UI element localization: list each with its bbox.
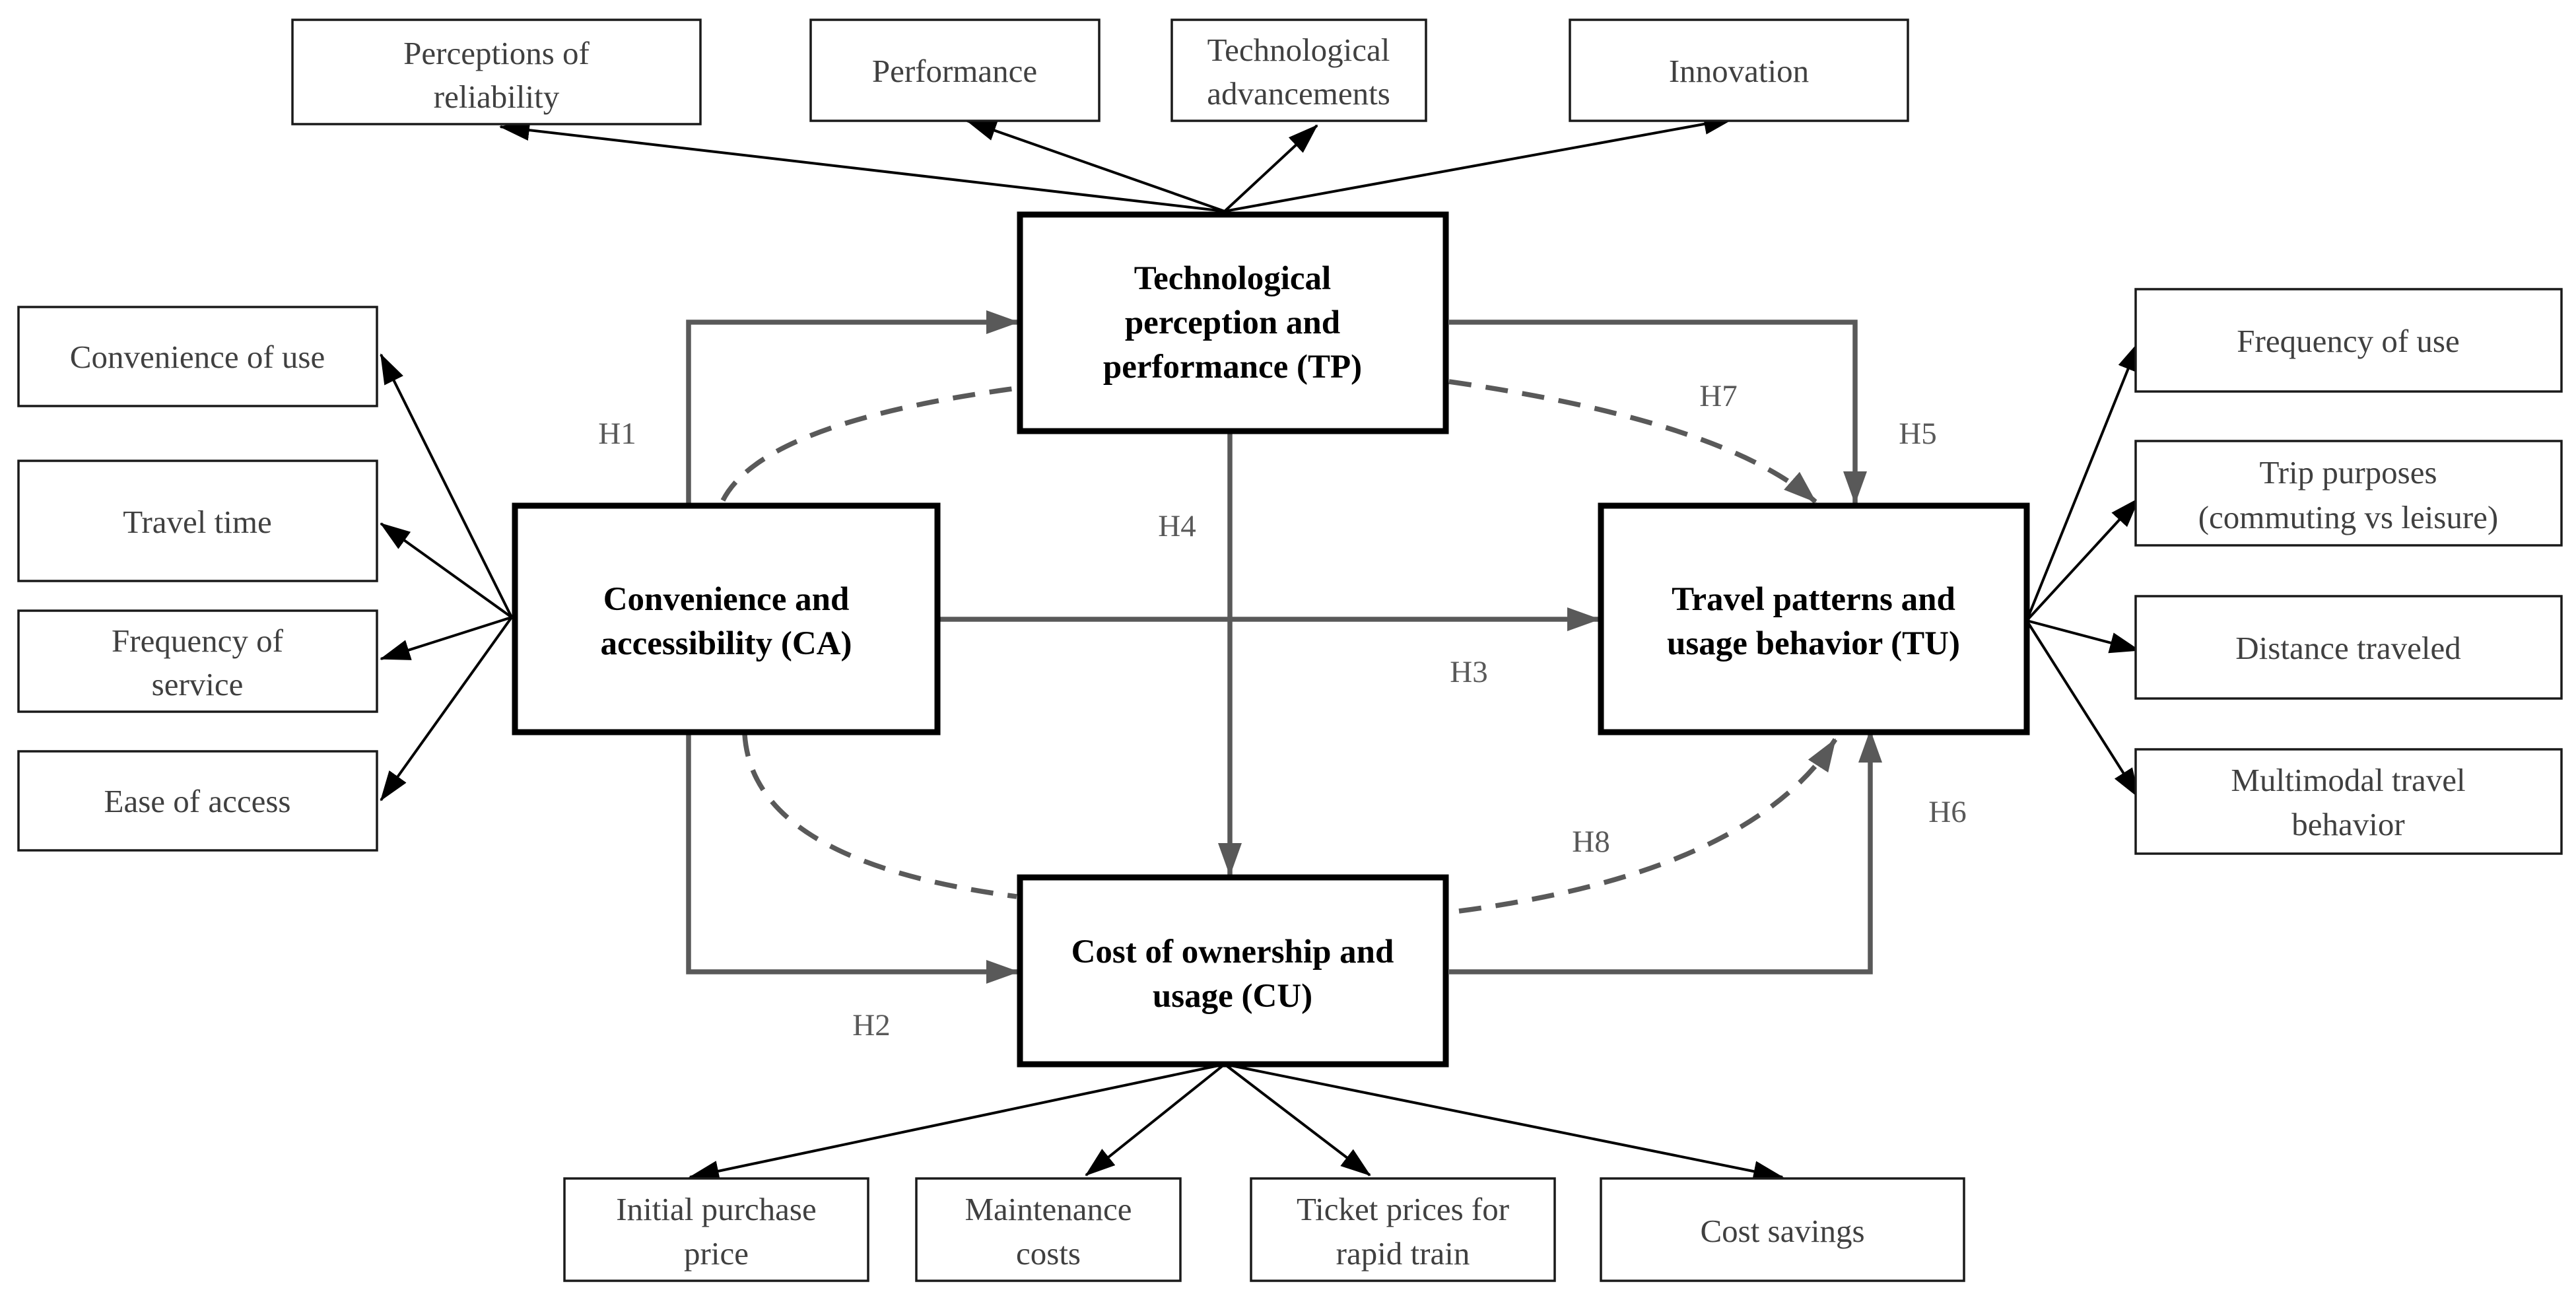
label-h2: H2 bbox=[852, 1008, 890, 1042]
indicator-label: Frequency of use bbox=[2237, 323, 2459, 359]
label-h1: H1 bbox=[598, 417, 636, 451]
arrow-tu-distance bbox=[2026, 619, 2140, 654]
arrow-tp-innovation bbox=[1224, 114, 1734, 213]
arrow-ca-travel-time bbox=[380, 522, 513, 619]
path-h1 bbox=[686, 310, 1019, 503]
path-ca-cu-covariance bbox=[742, 733, 1017, 899]
path-h6 bbox=[1449, 730, 1882, 974]
indicator-frequency-of-service: Frequency of service bbox=[17, 609, 378, 713]
arrow-ca-ease bbox=[380, 616, 513, 801]
construct-cu-line: usage (CU) bbox=[1153, 978, 1312, 1015]
label-h7: H7 bbox=[1699, 379, 1737, 413]
construct-tu: Travel patterns and usage behavior (TU) bbox=[1598, 502, 2030, 735]
construct-ca-line: accessibility (CA) bbox=[600, 625, 852, 662]
indicator-label: Distance traveled bbox=[2235, 630, 2460, 666]
arrow-tu-frequency bbox=[2025, 341, 2140, 621]
indicator-initial-purchase: Initial purchase price bbox=[563, 1177, 869, 1282]
arrow-tu-purposes bbox=[2025, 497, 2140, 622]
indicator-convenience-of-use: Convenience of use bbox=[17, 306, 378, 407]
indicator-multimodal: Multimodal travel behavior bbox=[2134, 748, 2563, 855]
construct-tu-line: usage behavior (TU) bbox=[1667, 625, 1960, 662]
indicator-ease-of-access: Ease of access bbox=[17, 750, 378, 852]
indicator-arrows bbox=[380, 114, 2140, 1182]
indicator-label: Perceptions of bbox=[403, 35, 590, 71]
indicator-frequency-of-use: Frequency of use bbox=[2134, 288, 2563, 393]
construct-tp-line: perception and bbox=[1125, 304, 1340, 341]
indicator-label: Convenience of use bbox=[70, 339, 325, 375]
indicator-distance-traveled: Distance traveled bbox=[2134, 595, 2563, 700]
indicator-advancements: Technological advancements bbox=[1170, 18, 1427, 122]
indicator-label: behavior bbox=[2291, 806, 2404, 842]
arrow-cu-ticket bbox=[1223, 1063, 1371, 1176]
construct-tu-line: Travel patterns and bbox=[1672, 581, 1955, 618]
construct-cu-line: Cost of ownership and bbox=[1071, 934, 1394, 970]
indicator-label: rapid train bbox=[1336, 1235, 1470, 1272]
arrow-cu-maintenance bbox=[1085, 1063, 1226, 1176]
label-h3: H3 bbox=[1450, 655, 1487, 689]
indicator-label: Technological bbox=[1207, 32, 1390, 68]
arrow-tp-performance bbox=[966, 119, 1225, 213]
arrow-tu-multimodal bbox=[2025, 619, 2140, 799]
path-h7 bbox=[1448, 379, 1817, 504]
indicator-label: Cost savings bbox=[1700, 1213, 1864, 1249]
construct-ca-line: Convenience and bbox=[603, 581, 850, 618]
indicator-label: Multimodal travel bbox=[2231, 762, 2465, 798]
indicator-ticket-prices: Ticket prices for rapid train bbox=[1250, 1177, 1556, 1282]
indicator-performance: Performance bbox=[809, 18, 1101, 122]
construct-cu: Cost of ownership and usage (CU) bbox=[1017, 874, 1449, 1068]
indicator-label: Ticket prices for bbox=[1297, 1191, 1509, 1227]
arrow-ca-frequency bbox=[380, 616, 512, 660]
indicator-label: Trip purposes bbox=[2259, 454, 2437, 491]
indicator-label: Ease of access bbox=[104, 783, 291, 819]
label-h5: H5 bbox=[1899, 417, 1936, 451]
indicator-label: price bbox=[684, 1235, 749, 1272]
arrow-cu-purchase bbox=[689, 1063, 1225, 1182]
construct-tp-line: performance (TP) bbox=[1103, 349, 1362, 386]
arrow-tp-reliability bbox=[499, 119, 1225, 213]
construct-ca: Convenience and accessibility (CA) bbox=[512, 502, 941, 735]
indicator-reliability: Perceptions of reliability bbox=[291, 18, 702, 125]
indicator-label: Initial purchase bbox=[616, 1191, 816, 1227]
indicator-label: Travel time bbox=[123, 504, 271, 540]
indicator-innovation: Innovation bbox=[1569, 18, 1909, 122]
arrow-ca-convenience bbox=[380, 353, 513, 618]
indicator-trip-purposes: Trip purposes (commuting vs leisure) bbox=[2134, 440, 2563, 547]
indicator-label: costs bbox=[1016, 1235, 1081, 1272]
label-h4: H4 bbox=[1158, 509, 1196, 543]
hypothesis-labels: H1 H2 H3 H4 H5 H6 H7 H8 bbox=[598, 379, 1966, 1042]
label-h6: H6 bbox=[1928, 795, 1966, 829]
construct-tp-line: Technological bbox=[1134, 260, 1331, 297]
path-h2 bbox=[686, 735, 1019, 984]
indicator-label: Frequency of bbox=[112, 623, 284, 659]
indicator-label: Innovation bbox=[1669, 53, 1809, 89]
structural-paths bbox=[686, 310, 1882, 984]
indicator-maintenance: Maintenance costs bbox=[915, 1177, 1182, 1282]
indicator-label: reliability bbox=[434, 79, 560, 115]
path-ca-tp-covariance bbox=[720, 386, 1017, 502]
indicator-label: (commuting vs leisure) bbox=[2198, 499, 2499, 535]
construct-tp: Technological perception and performance… bbox=[1017, 211, 1449, 434]
indicator-label: Maintenance bbox=[965, 1191, 1132, 1227]
indicator-label: advancements bbox=[1207, 75, 1390, 112]
path-h8 bbox=[1458, 737, 1838, 914]
label-h8: H8 bbox=[1572, 825, 1610, 859]
arrow-tp-advancements bbox=[1223, 124, 1318, 213]
arrow-cu-savings bbox=[1224, 1063, 1784, 1182]
indicator-label: service bbox=[152, 666, 244, 702]
path-h5 bbox=[1449, 320, 1867, 504]
indicator-travel-time: Travel time bbox=[17, 460, 378, 582]
indicator-label: Performance bbox=[872, 53, 1037, 89]
indicator-cost-savings: Cost savings bbox=[1600, 1177, 1965, 1282]
